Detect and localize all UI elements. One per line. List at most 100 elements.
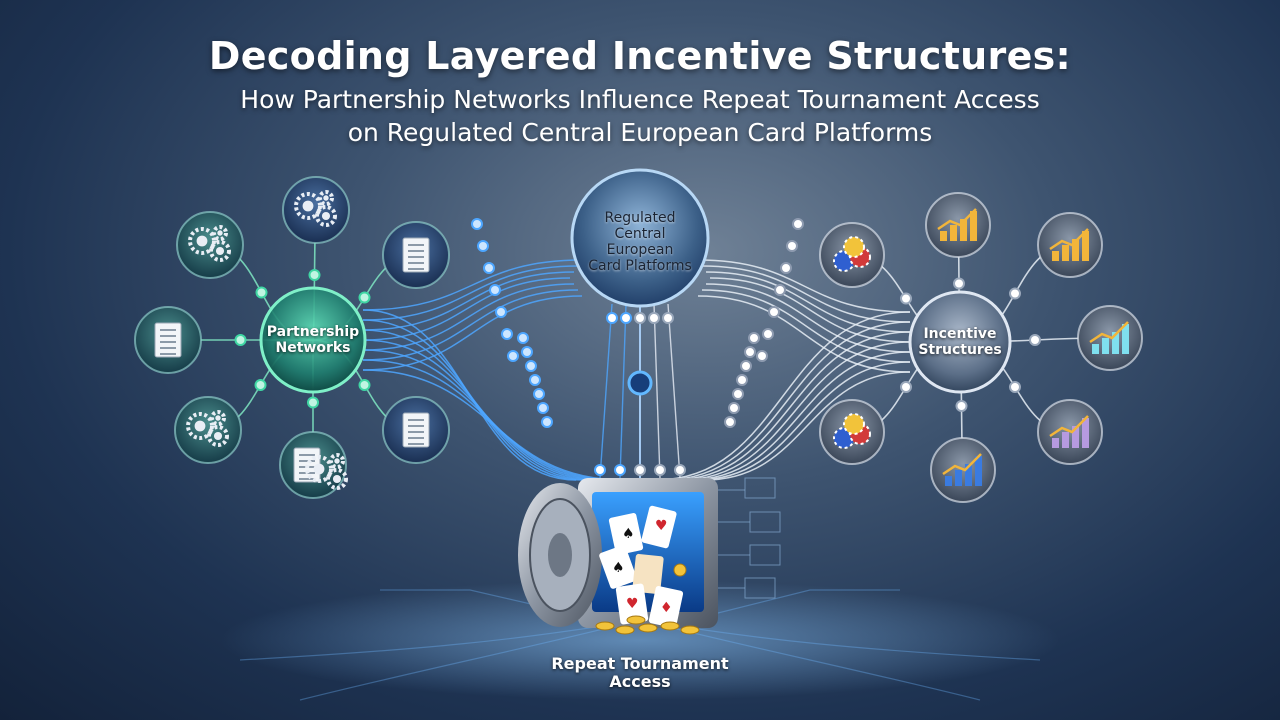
joint-dot: [541, 416, 553, 428]
joint-dot: [483, 262, 495, 274]
joint-dot: [900, 292, 912, 305]
joint-dot: [634, 312, 646, 324]
joint-dot: [507, 350, 519, 362]
connection-line: [362, 265, 579, 321]
joint-dot: [786, 240, 798, 252]
center-junction-node: [627, 370, 653, 396]
joint-dot: [732, 388, 744, 400]
gears-icon[interactable]: [174, 396, 242, 464]
page-subtitle-line-1: How Partnership Networks Influence Repea…: [240, 85, 1040, 114]
connection-line: [362, 289, 579, 361]
gold-coins: [595, 563, 700, 635]
connection-line: [697, 259, 911, 313]
platforms-node[interactable]: [570, 168, 710, 308]
joint-dot: [521, 346, 533, 358]
connection-line: [362, 277, 571, 341]
bar-chart-icon[interactable]: [1077, 305, 1143, 371]
connection-line: [619, 303, 627, 479]
connection-line: [679, 341, 911, 481]
document-icon[interactable]: [134, 306, 202, 374]
joint-dot: [756, 350, 768, 362]
joint-dot: [724, 416, 736, 428]
joint-dot: [634, 464, 646, 476]
joint-dot: [900, 381, 912, 393]
poker-chips-icon[interactable]: [819, 399, 885, 465]
joint-dot: [471, 218, 483, 230]
bar-chart-icon[interactable]: [925, 192, 991, 258]
connection-line: [362, 359, 617, 481]
joint-dot: [762, 328, 774, 340]
joint-dot: [648, 312, 660, 324]
partnership-networks-label: Partnership Networks: [266, 324, 360, 357]
incentive-structures-node[interactable]: [908, 290, 1012, 394]
connection-line: [653, 303, 661, 479]
connection-line: [362, 283, 575, 351]
page-title: Decoding Layered Incentive Structures:: [208, 34, 1072, 78]
joint-dot: [953, 277, 965, 290]
gears-icon[interactable]: [282, 176, 350, 244]
joint-dot: [768, 306, 780, 318]
joint-dot: [736, 374, 748, 386]
floor-glow: [220, 580, 1060, 700]
bar-chart-icon[interactable]: [1037, 212, 1103, 278]
joint-dot: [234, 334, 247, 346]
joint-dot: [525, 360, 537, 372]
connection-line: [701, 265, 911, 323]
repeat-tournament-access-label: Repeat Tournament Access: [551, 654, 729, 692]
gears-icon[interactable]: [176, 211, 244, 279]
joint-dot: [495, 306, 507, 318]
joint-dot: [780, 262, 792, 274]
joint-dot: [955, 400, 968, 412]
joint-dot: [254, 379, 267, 391]
joint-dot: [1029, 334, 1041, 346]
joint-dot: [533, 388, 545, 400]
joint-dot: [606, 312, 618, 324]
joint-dot: [529, 374, 541, 386]
joint-dot: [537, 402, 549, 414]
document-gear-icon[interactable]: [279, 431, 348, 499]
document-icon[interactable]: [382, 221, 450, 289]
connection-line: [362, 271, 575, 331]
joint-dot: [307, 396, 319, 409]
joint-dot: [594, 464, 606, 476]
joint-dot: [662, 312, 674, 324]
svg-text:♥: ♥: [655, 518, 668, 534]
bar-chart-icon[interactable]: [1037, 399, 1103, 465]
connection-line: [705, 271, 911, 333]
connection-line: [701, 289, 911, 363]
svg-text:♠: ♠: [612, 560, 625, 576]
page-subtitle-line-2: on Regulated Central European Card Platf…: [347, 117, 933, 147]
connection-joints: [234, 218, 1041, 476]
joint-dot: [728, 402, 740, 414]
poker-chips-icon[interactable]: [819, 222, 885, 288]
joint-dot: [614, 464, 626, 476]
circuit-panels: [718, 477, 781, 599]
joint-dot: [620, 312, 632, 324]
title-block: Decoding Layered Incentive Structures: H…: [0, 34, 1280, 149]
partnership-networks-node[interactable]: [259, 286, 367, 394]
connection-line: [663, 321, 911, 481]
svg-text:♦: ♦: [660, 600, 673, 616]
connection-line: [362, 369, 625, 481]
joint-dot: [744, 346, 756, 358]
connection-line: [362, 259, 583, 311]
joint-dot: [774, 284, 786, 296]
joint-dot: [501, 328, 513, 340]
joint-dot: [358, 291, 371, 304]
joint-dot: [358, 379, 371, 391]
joint-dot: [740, 360, 752, 372]
connection-line: [362, 349, 609, 481]
svg-text:♠: ♠: [622, 526, 635, 542]
joint-dot: [255, 286, 268, 299]
connection-line: [667, 303, 681, 479]
connection-line: [362, 295, 583, 371]
connection-line: [671, 331, 911, 481]
bar-chart-icon[interactable]: [930, 437, 996, 503]
incentive-structures-label: Incentive Structures: [918, 326, 1002, 359]
connection-line: [655, 311, 911, 481]
document-icon[interactable]: [382, 396, 450, 464]
joint-dot: [1009, 381, 1021, 393]
connection-line: [709, 277, 911, 343]
connection-line: [599, 303, 613, 479]
